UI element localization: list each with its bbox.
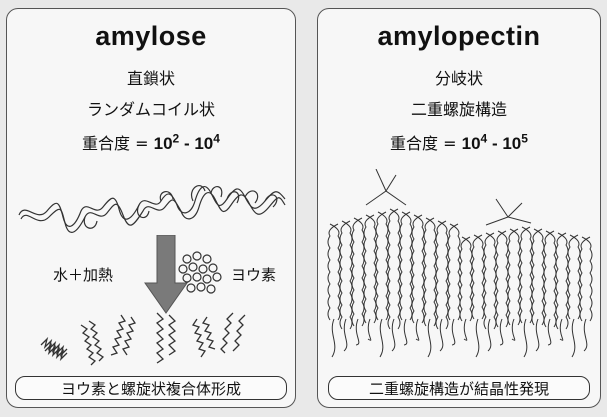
amylose-shape-label: 直鎖状 <box>7 65 295 89</box>
amylose-degree-of-polymerization: 重合度 = 102 - 104 <box>7 130 295 154</box>
water-heat-label: 水＋加熱 <box>53 264 113 285</box>
iodine-cluster-icon <box>177 249 225 297</box>
amylopectin-panel: amylopectin 分岐状 二重螺旋構造 重合度 = 104 - 105 二… <box>317 8 601 408</box>
amylose-dp-range: 102 - 104 <box>154 134 220 153</box>
amylopectin-title: amylopectin <box>318 21 600 52</box>
helical-complex-illustration <box>37 305 267 371</box>
random-coil-illustration <box>15 171 289 241</box>
amylose-caption: ヨウ素と螺旋状複合体形成 <box>15 376 287 400</box>
amylopectin-shape-label: 分岐状 <box>318 65 600 89</box>
amylose-conformation-label: ランダムコイル状 <box>7 96 295 120</box>
amylose-title: amylose <box>7 21 295 52</box>
amylopectin-dp-label: 重合度 = <box>390 134 457 153</box>
amylose-dp-label: 重合度 = <box>82 134 149 153</box>
iodine-label: ヨウ素 <box>231 264 276 285</box>
amylopectin-dp-range: 104 - 105 <box>462 134 528 153</box>
branched-cluster-illustration <box>326 169 594 369</box>
amylose-panel: amylose 直鎖状 ランダムコイル状 重合度 = 102 - 104 水＋加… <box>6 8 296 408</box>
amylopectin-caption: 二重螺旋構造が結晶性発現 <box>328 376 590 400</box>
amylopectin-degree-of-polymerization: 重合度 = 104 - 105 <box>318 130 600 154</box>
amylopectin-conformation-label: 二重螺旋構造 <box>318 96 600 120</box>
